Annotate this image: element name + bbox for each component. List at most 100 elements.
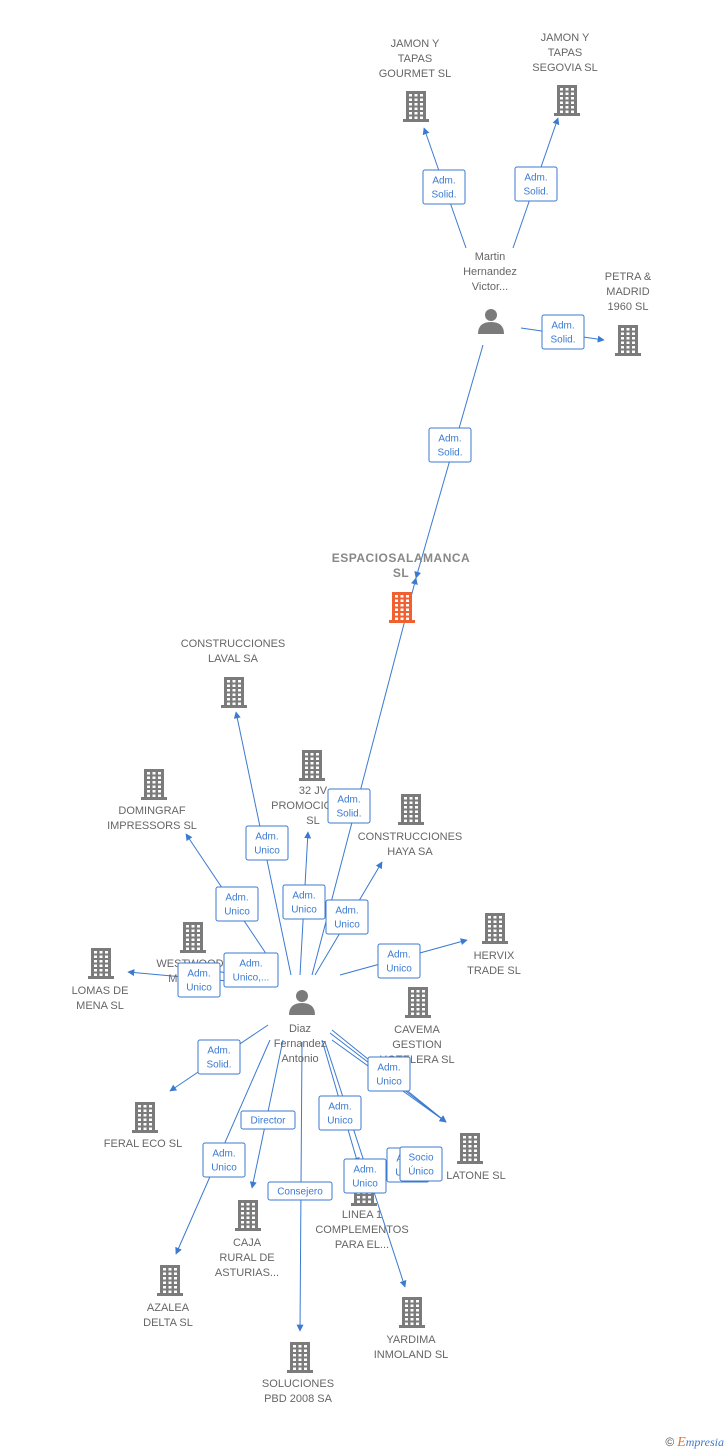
building-icon xyxy=(132,1102,158,1133)
building-icon xyxy=(157,1265,183,1296)
edge-role-badge[interactable]: Adm. Unico xyxy=(318,1095,362,1131)
badges-layer: Adm.Solid.Adm.Solid.Adm.Solid.Adm.Solid.… xyxy=(177,166,585,1201)
edge-role-badge[interactable]: Adm. Unico xyxy=(367,1056,411,1092)
edge-role-badge[interactable]: Adm. Solid. xyxy=(514,166,558,202)
edge-role-badge[interactable]: Adm.Unico xyxy=(325,899,369,935)
badge-text-line: Adm. xyxy=(353,1165,376,1176)
person-icon xyxy=(289,990,315,1015)
edge-role-badge[interactable]: Adm.Solid. xyxy=(327,788,371,824)
badge-text-line: Unico xyxy=(186,983,212,994)
edge-role-badge[interactable]: Adm.Unico,... xyxy=(223,952,279,988)
badge-box xyxy=(327,788,371,824)
building-icon xyxy=(141,769,167,800)
building-icon xyxy=(389,592,415,623)
edge-role-badge[interactable]: Consejero xyxy=(267,1181,333,1201)
node-label-line: LINEA 1 xyxy=(342,1209,382,1221)
node-label-line: Hernandez xyxy=(463,266,517,278)
badge-text-line: Unico xyxy=(327,1116,353,1127)
edge-role-badge[interactable]: Adm.Unico xyxy=(177,962,221,998)
node-label-line: Antonio xyxy=(281,1053,318,1065)
edge-role-badge[interactable]: Adm.Solid. xyxy=(422,169,466,205)
edge-role-badge[interactable]: Adm. Unico xyxy=(202,1142,246,1178)
node-label-line: DELTA SL xyxy=(143,1317,193,1329)
node-label-line: GESTION xyxy=(392,1039,442,1051)
edge-role-badge[interactable]: Adm.Solid. xyxy=(428,427,472,463)
badge-text-line: Adm. xyxy=(225,893,248,904)
node-label-line: CAVEMA xyxy=(394,1024,440,1036)
badge-text-line: Adm. xyxy=(438,434,461,445)
badge-text-line: Solid. xyxy=(523,187,548,198)
node-label-line: MENA SL xyxy=(76,1000,124,1012)
badge-text-line: Unico xyxy=(376,1077,402,1088)
badge-text-line: Adm. xyxy=(239,959,262,970)
node-label-line: FERAL ECO SL xyxy=(104,1138,182,1150)
badge-text-line: Socio xyxy=(408,1153,433,1164)
badge-text-line: Adm. xyxy=(377,1063,400,1074)
badge-box xyxy=(215,886,259,922)
node-label-line: HAYA SA xyxy=(387,846,433,858)
node-latone[interactable]: LATONE SL xyxy=(446,1133,506,1182)
badge-box xyxy=(202,1142,246,1178)
edge-role-badge[interactable]: Adm.Unico xyxy=(215,886,259,922)
node-petra[interactable]: PETRA & MADRID 1960 SL xyxy=(605,271,652,356)
edge-role-badge[interactable]: Director xyxy=(240,1110,296,1130)
building-icon xyxy=(88,948,114,979)
node-label-line: CAJA xyxy=(233,1237,262,1249)
badge-box xyxy=(399,1146,443,1182)
badge-text-line: Adm. xyxy=(212,1149,235,1160)
node-label-line: 1960 SL xyxy=(608,301,649,313)
building-icon xyxy=(180,922,206,953)
badge-box xyxy=(197,1039,241,1075)
badge-text-line: Adm. xyxy=(292,891,315,902)
edge-role-badge[interactable]: Adm.Solid. xyxy=(541,314,585,350)
edge-role-badge[interactable]: Adm.Unico xyxy=(245,825,289,861)
badge-box xyxy=(541,314,585,350)
node-label-line: JAMON Y xyxy=(541,32,590,44)
badge-text-line: Adm. xyxy=(207,1046,230,1057)
badge-box xyxy=(325,899,369,935)
edge-role-badge[interactable]: Adm.Unico xyxy=(377,943,421,979)
node-martin[interactable]: MartinHernandezVictor... xyxy=(463,251,517,334)
edge-role-badge[interactable]: Adm.Solid. xyxy=(197,1039,241,1075)
building-icon xyxy=(554,85,580,116)
badge-text-line: Adm. xyxy=(328,1102,351,1113)
node-label-line: PBD 2008 SA xyxy=(264,1393,333,1405)
edge-role-badge[interactable]: Adm.Unico xyxy=(282,884,326,920)
node-label-line: SL xyxy=(306,815,319,827)
node-label-line: IMPRESSORS SL xyxy=(107,820,197,832)
footer-brand[interactable]: ©Empresia xyxy=(665,1435,724,1451)
node-label-line: MADRID xyxy=(606,286,649,298)
badge-text-line: Adm. xyxy=(524,173,547,184)
building-icon xyxy=(615,325,641,356)
badge-text-line: Unico xyxy=(211,1163,237,1174)
node-label-line: JAMON Y xyxy=(391,38,440,50)
badge-text-line: Adm. xyxy=(387,950,410,961)
node-label-line: PETRA & xyxy=(605,271,652,283)
node-label-line: Diaz xyxy=(289,1023,311,1035)
node-label-line: INMOLAND SL xyxy=(374,1349,449,1361)
building-icon xyxy=(399,1297,425,1328)
badge-box xyxy=(223,952,279,988)
badge-box xyxy=(245,825,289,861)
badge-box xyxy=(267,1181,333,1201)
edges-layer xyxy=(127,117,605,1332)
badge-box xyxy=(240,1110,296,1130)
edge-role-badge[interactable]: Adm.Unico xyxy=(343,1158,387,1194)
node-feral[interactable]: FERAL ECO SL xyxy=(104,1102,182,1150)
